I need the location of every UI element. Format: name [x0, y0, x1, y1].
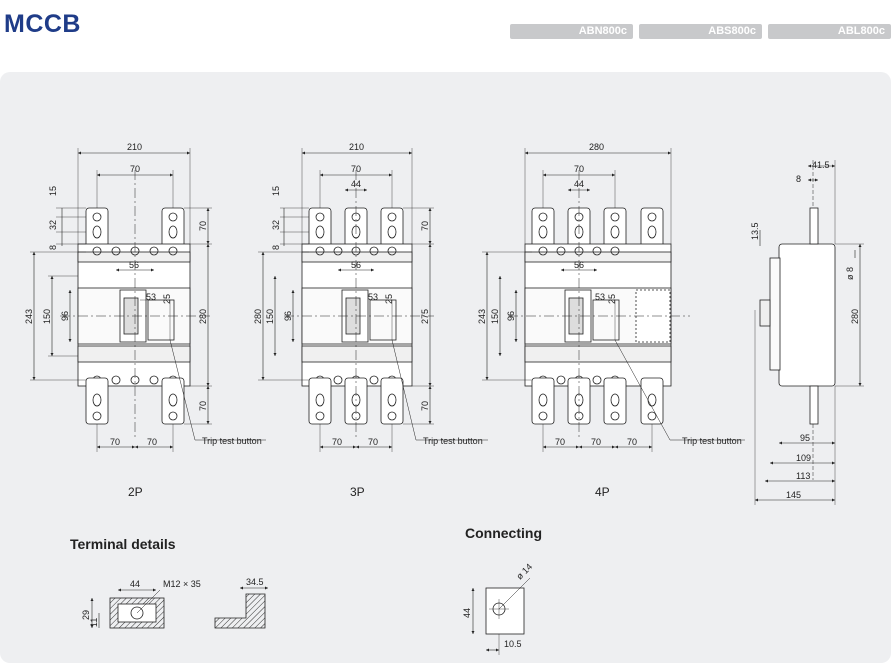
dim-2p-96: 96	[60, 311, 70, 321]
tab-abl800c[interactable]: ABL800c	[768, 24, 891, 39]
dim-3p-b70a: 70	[332, 437, 342, 447]
dim-3p-56: 56	[351, 260, 361, 270]
dim-side-8: 8	[796, 174, 801, 184]
label-3p: 3P	[350, 485, 365, 499]
labels-4p: 280 70 44 56 53 25 243 150 96 70 70 70 T…	[477, 142, 742, 499]
dim-4p-25: 25	[607, 294, 617, 304]
dim-3p-150: 150	[265, 309, 275, 324]
connecting-detail: Connecting ø 14 44 10.5	[462, 525, 542, 655]
terminal-details-title: Terminal details	[70, 536, 176, 552]
dim-4p-243: 243	[477, 309, 487, 324]
dim-4p-44: 44	[574, 179, 584, 189]
model-tabs: ABN800c ABS800c ABL800c	[510, 24, 891, 39]
dim-3p-32: 32	[271, 220, 281, 230]
dim-2p-bot70: 70	[198, 401, 208, 411]
tab-abs800c[interactable]: ABS800c	[639, 24, 762, 39]
page-title: MCCB	[4, 10, 81, 38]
dim-3p-275: 275	[420, 309, 430, 324]
dim-2p-top70: 70	[198, 221, 208, 231]
dim-4p-b70c: 70	[627, 437, 637, 447]
label-4p: 4P	[595, 485, 610, 499]
connecting-title: Connecting	[465, 525, 542, 541]
view-4p	[482, 148, 745, 452]
dim-3p-width: 210	[349, 142, 364, 152]
dim-2p-b70a: 70	[110, 437, 120, 447]
dim-side-113: 113	[796, 471, 810, 481]
dim-connecting-44: 44	[462, 608, 472, 618]
dim-3p-pitch: 70	[351, 164, 361, 174]
dim-terminal-bolt: M12 × 35	[163, 579, 201, 589]
dim-terminal-34-5: 34.5	[246, 577, 264, 587]
trip-label-2p: Trip test button	[202, 436, 262, 446]
dim-terminal-11: 11	[89, 618, 99, 627]
dim-4p-b70a: 70	[555, 437, 565, 447]
dim-3p-25: 25	[384, 294, 394, 304]
dim-side-109: 109	[796, 453, 811, 463]
dim-side-280: 280	[850, 309, 860, 324]
dim-4p-53: 53	[595, 292, 605, 302]
dim-2p-width: 210	[127, 142, 142, 152]
dim-3p-bot70: 70	[420, 401, 430, 411]
labels-2p: 210 70 56 53 25 243 150 96 280 70 70 70 …	[24, 142, 262, 499]
dim-side-145: 145	[786, 490, 801, 500]
labels-side: 41.5 8 13.5 ø 8 280 95 109 113 145	[750, 160, 860, 500]
trip-label-3p: Trip test button	[423, 436, 483, 446]
dim-2p-150: 150	[42, 309, 52, 324]
dim-connecting-10-5: 10.5	[504, 639, 522, 649]
dim-4p-b70b: 70	[591, 437, 601, 447]
dim-side-13-5: 13.5	[750, 222, 760, 240]
dim-2p-pitch: 70	[130, 164, 140, 174]
dim-side-95: 95	[800, 433, 810, 443]
dim-2p-56: 56	[129, 260, 139, 270]
dim-2p-8: 8	[48, 245, 58, 250]
dim-connecting-dia14: ø 14	[514, 562, 534, 582]
dim-4p-width: 280	[589, 142, 604, 152]
dim-4p-pitch: 70	[574, 164, 584, 174]
label-2p: 2P	[128, 485, 143, 499]
dim-terminal-29: 29	[81, 610, 91, 620]
dim-3p-44: 44	[351, 179, 361, 189]
dim-3p-96: 96	[283, 311, 293, 321]
dim-2p-243: 243	[24, 309, 34, 324]
dim-2p-280: 280	[198, 309, 208, 324]
dim-3p-top70: 70	[420, 221, 430, 231]
dim-3p-b70b: 70	[368, 437, 378, 447]
dim-3p-8: 8	[271, 245, 281, 250]
tab-abn800c[interactable]: ABN800c	[510, 24, 633, 39]
dim-2p-53: 53	[146, 292, 156, 302]
dim-4p-150: 150	[490, 309, 500, 324]
dim-2p-32: 32	[48, 220, 58, 230]
view-side	[754, 160, 864, 505]
dim-3p-15: 15	[271, 186, 281, 196]
dim-4p-56: 56	[574, 260, 584, 270]
dim-4p-96: 96	[506, 311, 516, 321]
view-2p	[30, 148, 266, 452]
dim-side-dia8: ø 8	[845, 267, 855, 280]
dim-2p-25: 25	[162, 294, 172, 304]
terminal-details: Terminal details 44 M12 × 35 34.5 29 11	[70, 536, 268, 629]
dim-3p-53: 53	[368, 292, 378, 302]
view-3p	[258, 148, 488, 452]
dim-2p-b70b: 70	[147, 437, 157, 447]
dim-terminal-44: 44	[130, 579, 140, 589]
dim-3p-280: 280	[253, 309, 263, 324]
dim-2p-15: 15	[48, 186, 58, 196]
dim-side-41-5: 41.5	[812, 160, 830, 170]
trip-label-4p: Trip test button	[682, 436, 742, 446]
labels-3p: 210 70 44 56 53 25 280 150 96 275 70 70 …	[253, 142, 483, 499]
